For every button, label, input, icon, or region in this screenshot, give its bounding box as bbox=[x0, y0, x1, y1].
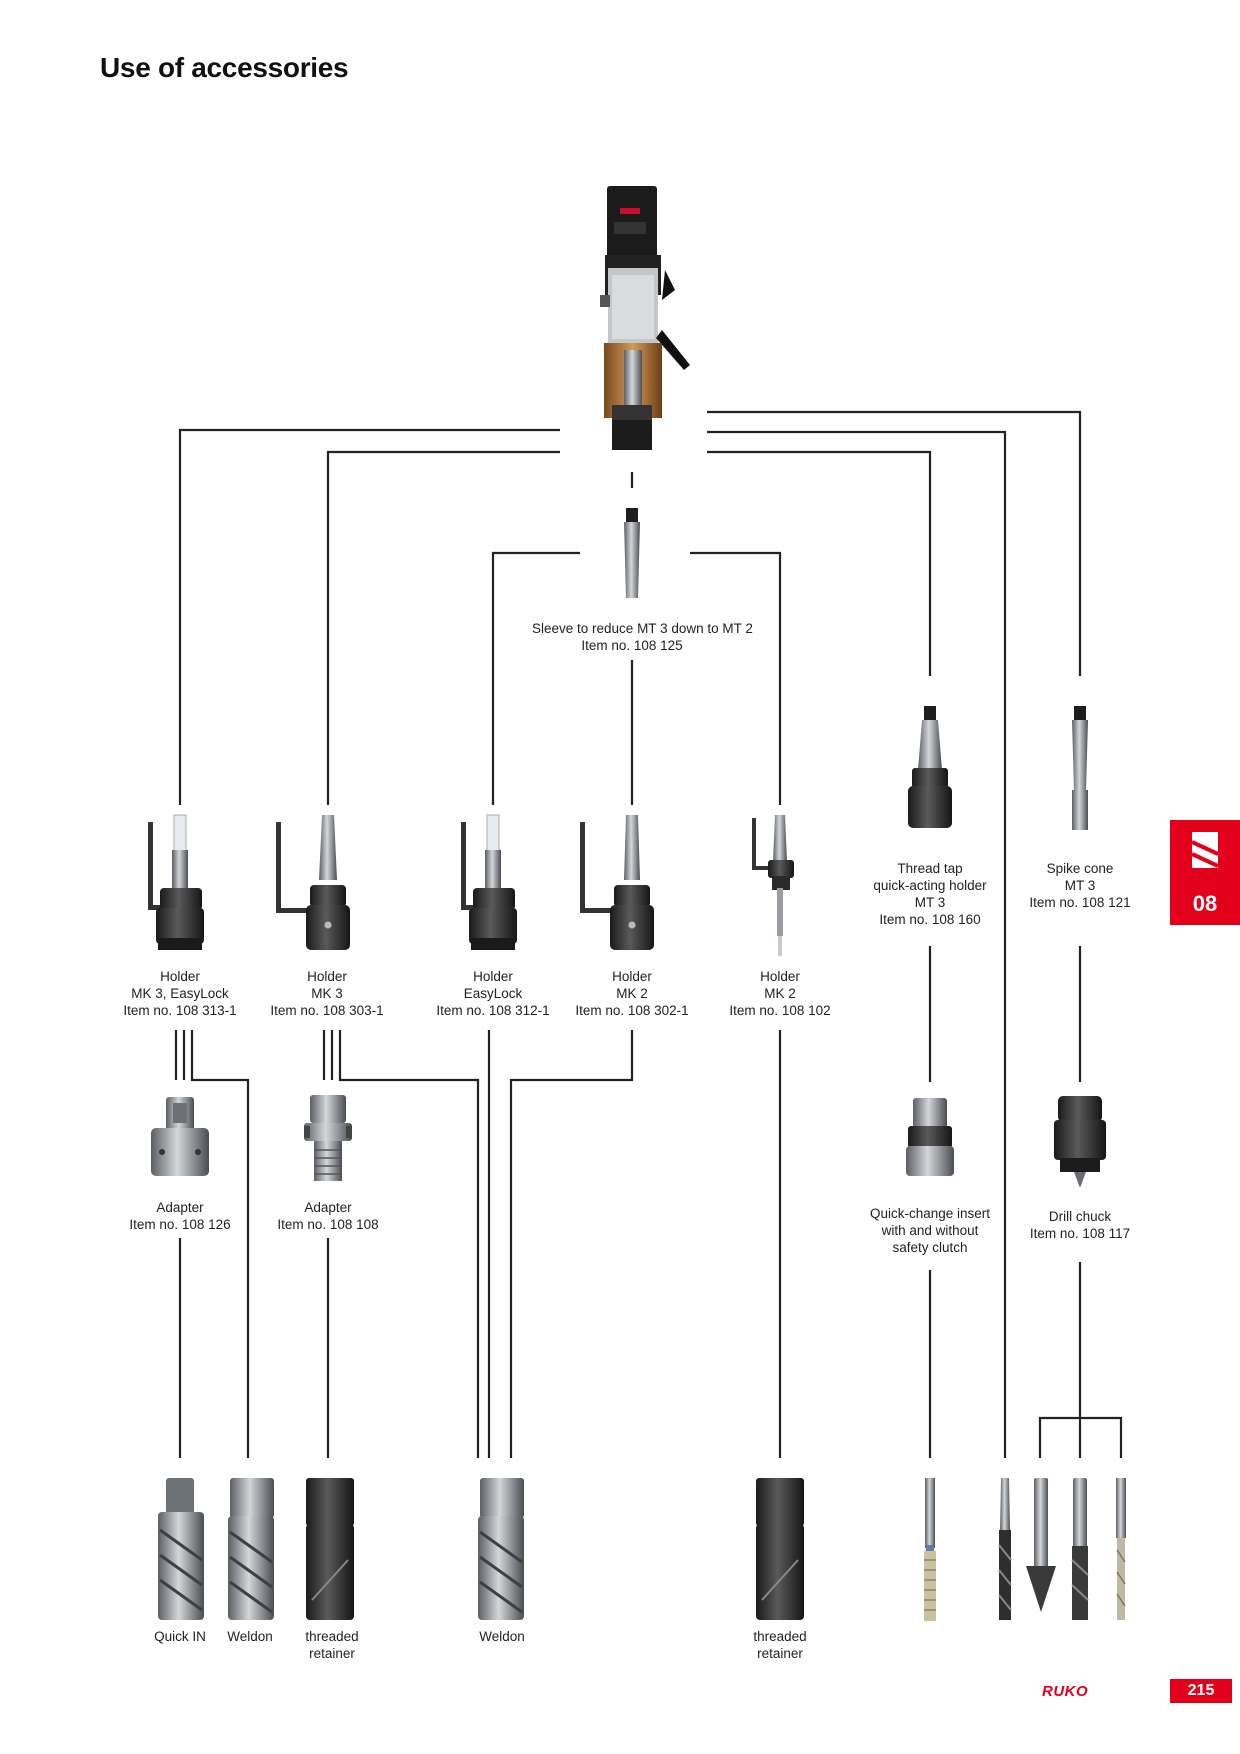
spike-cone-image bbox=[1072, 706, 1088, 830]
adapter-108108-image bbox=[304, 1095, 352, 1181]
thread-tap-image bbox=[924, 1478, 936, 1621]
holder-mk2-102-label: Holder MK 2 Item no. 108 102 bbox=[710, 968, 850, 1019]
quick-change-insert-label: Quick-change insert with and without saf… bbox=[855, 1205, 1005, 1256]
adapter-108126-label: Adapter Item no. 108 126 bbox=[110, 1199, 250, 1233]
holder-mk2-302-image bbox=[580, 815, 654, 950]
holder-mk3-image bbox=[276, 815, 350, 950]
cutter-weldon-1-label: Weldon bbox=[210, 1628, 290, 1645]
holder-mk3-easylock-label: Holder MK 3, EasyLock Item no. 108 313-1 bbox=[100, 968, 260, 1019]
twist-drill-image bbox=[999, 1478, 1011, 1620]
drill-chuck-label: Drill chuck Item no. 108 117 bbox=[1010, 1208, 1150, 1242]
cutter-weldon-2-image bbox=[478, 1478, 524, 1620]
step-drill-image bbox=[1072, 1478, 1088, 1620]
chapter-number: 08 bbox=[1170, 891, 1240, 917]
chapter-tab: 08 bbox=[1170, 820, 1240, 925]
brand-logo: RUKO bbox=[1042, 1683, 1088, 1700]
sleeve-image bbox=[624, 508, 640, 598]
cutter-threaded-2-label: threaded retainer bbox=[738, 1628, 822, 1662]
cutter-weldon-2-label: Weldon bbox=[462, 1628, 542, 1645]
cutter-weldon-1-image bbox=[228, 1478, 274, 1620]
thread-tap-holder-label: Thread tap quick-acting holder MT 3 Item… bbox=[855, 860, 1005, 928]
cutter-threaded-2-image bbox=[756, 1478, 804, 1620]
countersink-image bbox=[1026, 1478, 1056, 1612]
drill-chuck-image bbox=[1054, 1096, 1106, 1188]
adapter-108108-label: Adapter Item no. 108 108 bbox=[258, 1199, 398, 1233]
adapter-108126-image bbox=[151, 1097, 209, 1176]
drill-bit-image bbox=[1116, 1478, 1126, 1620]
quick-change-insert-image bbox=[906, 1098, 954, 1176]
cutter-threaded-1-image bbox=[306, 1478, 354, 1620]
holder-mk3-label: Holder MK 3 Item no. 108 303-1 bbox=[252, 968, 402, 1019]
core-cutter-icon bbox=[1170, 824, 1240, 884]
spike-cone-label: Spike cone MT 3 Item no. 108 121 bbox=[1010, 860, 1150, 911]
cutter-quick-in-label: Quick IN bbox=[140, 1628, 220, 1645]
holder-mk2-302-label: Holder MK 2 Item no. 108 302-1 bbox=[557, 968, 707, 1019]
holder-mk3-easylock-image bbox=[148, 815, 204, 950]
core-drilling-machine-image bbox=[600, 186, 690, 450]
cutter-quick-in-image bbox=[158, 1478, 204, 1620]
cutter-threaded-1-label: threaded retainer bbox=[290, 1628, 374, 1662]
thread-tap-holder-image bbox=[908, 706, 952, 828]
holder-easylock-image bbox=[461, 815, 517, 950]
page-number: 215 bbox=[1170, 1679, 1232, 1703]
page-number-box: 215 bbox=[1170, 1679, 1232, 1703]
holder-mk2-102-image bbox=[752, 815, 794, 956]
holder-easylock-label: Holder EasyLock Item no. 108 312-1 bbox=[418, 968, 568, 1019]
sleeve-label: Sleeve to reduce MT 3 down to MT 2 Item … bbox=[532, 620, 732, 654]
